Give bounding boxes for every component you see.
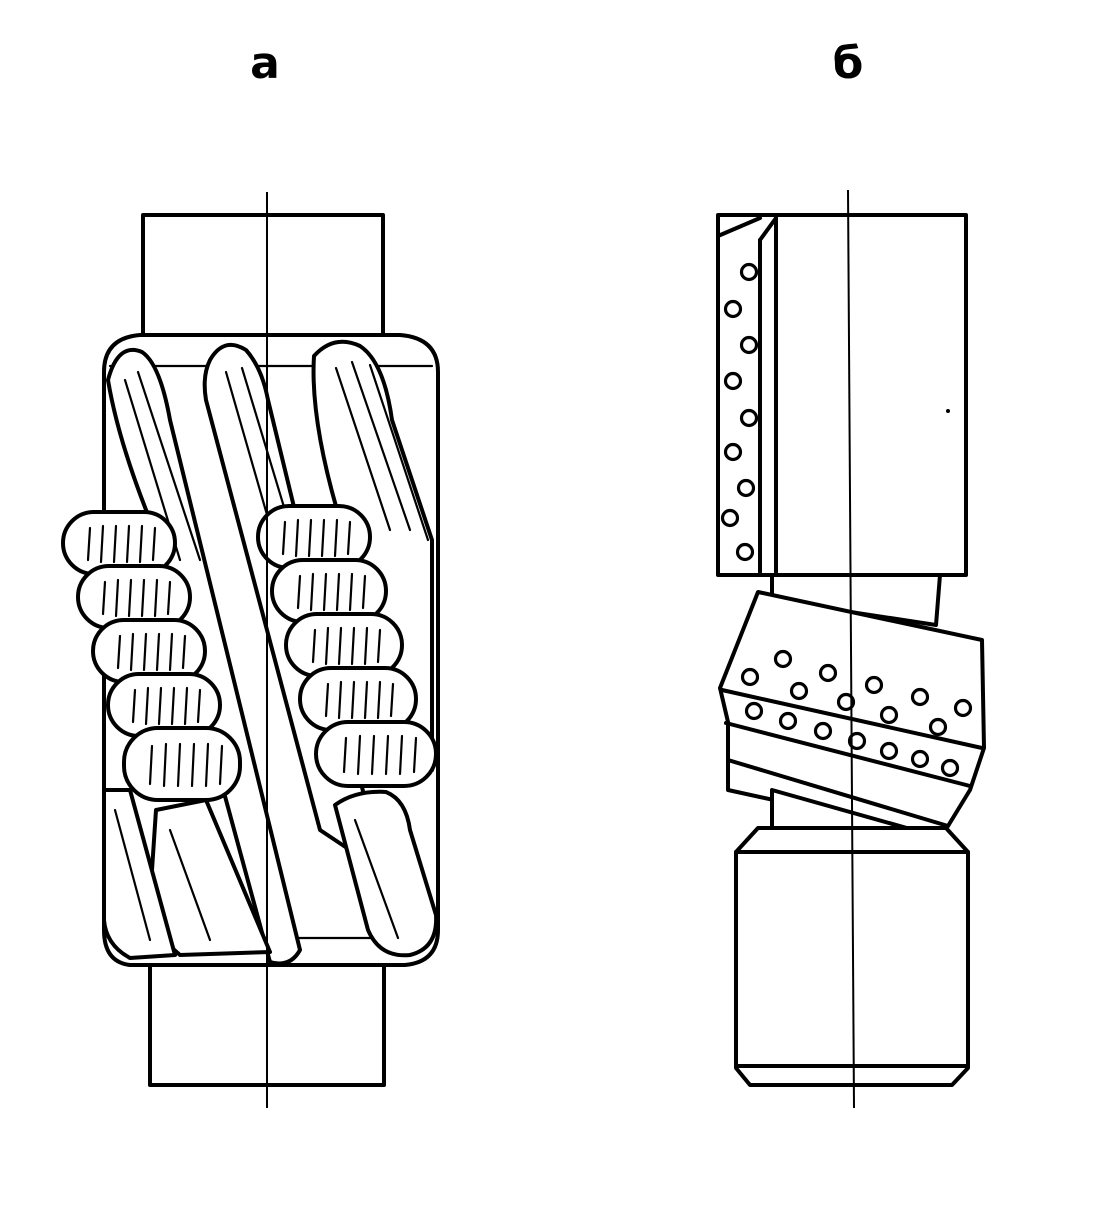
label-a: а xyxy=(250,38,280,89)
tool-a-left-cutter-hatching xyxy=(86,524,224,788)
tool-b-mark-dot xyxy=(946,409,950,413)
tool-b-lower-shank xyxy=(734,826,970,1087)
tool-a-roller-4-line-1 xyxy=(168,828,212,942)
tool-a-roller-3-line-2 xyxy=(350,360,412,532)
tool-b-upper-bevel-top-2 xyxy=(758,216,778,242)
tool-b-upper-inserts xyxy=(720,262,759,562)
tool-a-top-shank xyxy=(141,213,385,337)
tool-a xyxy=(61,192,440,1108)
tool-b-cutter-inserts xyxy=(740,649,973,778)
tool-b xyxy=(716,189,986,1109)
tool-b-cutter-edge-2 xyxy=(724,721,972,788)
tool-b-cutter-edge-3 xyxy=(726,758,950,828)
tool-a-left-cutter-5 xyxy=(122,726,242,802)
tool-a-right-cutter-stack xyxy=(256,504,438,788)
tool-a-roller-1-line-2 xyxy=(136,370,202,562)
tool-a-right-cutter-hatching xyxy=(281,518,418,776)
label-b: б xyxy=(832,38,864,89)
tool-a-left-cutter-stack xyxy=(61,510,242,802)
tool-a-roller-5-line-1 xyxy=(353,818,400,940)
tool-a-roller-3-line-3 xyxy=(368,363,430,542)
tool-a-roller-3 xyxy=(311,339,434,772)
tool-b-upper-bevel-top xyxy=(716,216,762,238)
tool-a-roller-3-line-1 xyxy=(334,366,392,532)
tool-a-roller-6-line-1 xyxy=(113,808,152,942)
tool-b-center-axis xyxy=(847,189,855,1109)
tool-a-right-cutter-5 xyxy=(314,720,438,788)
tool-b-upper-neck xyxy=(770,573,942,627)
